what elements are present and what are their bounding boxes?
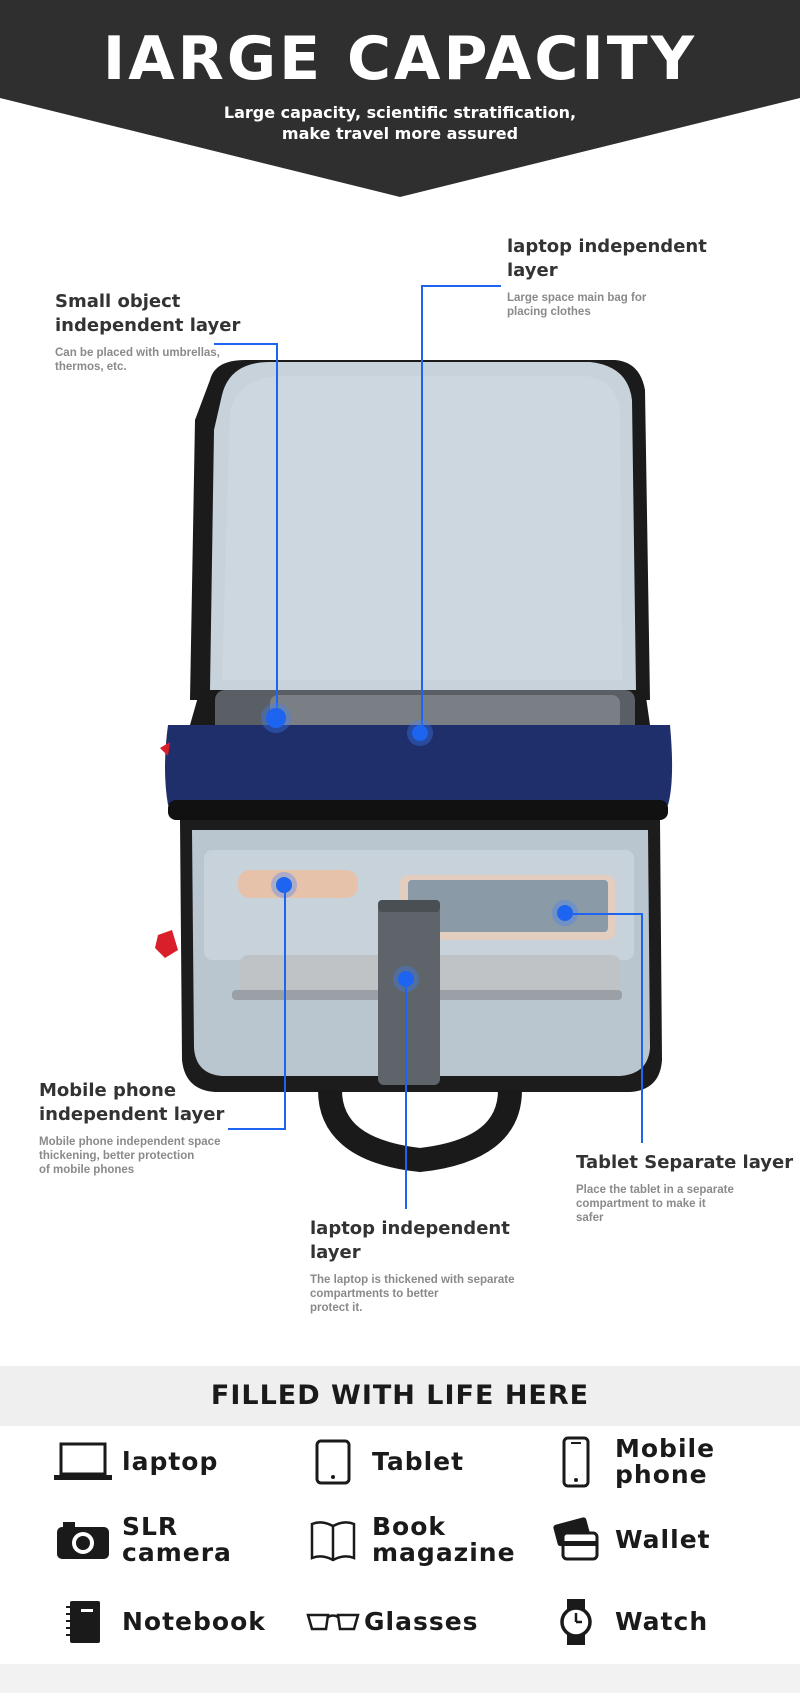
mobile-phone-icon	[545, 1436, 607, 1488]
callout-description: Mobile phone independent space thickenin…	[39, 1136, 221, 1176]
callout-title: Mobile phone independent layer	[39, 1080, 225, 1125]
glasses-icon	[302, 1596, 364, 1648]
hotspot-dot[interactable]	[266, 708, 286, 728]
hotspot-dot[interactable]	[276, 877, 292, 893]
section-header: FILLED WITH LIFE HERE	[0, 1366, 800, 1426]
leader-line	[228, 1128, 286, 1130]
leader-line	[421, 285, 423, 729]
callout-description: Can be placed with umbrellas, thermos, e…	[55, 347, 220, 373]
item-label: Tablet	[372, 1447, 465, 1476]
item-label: Glasses	[364, 1607, 479, 1636]
callout-laptop-bottom: laptop independent layer The laptop is t…	[310, 1217, 570, 1315]
leader-line	[214, 343, 278, 345]
wallet-icon	[545, 1514, 607, 1566]
callout-mobile-phone: Mobile phone independent layer Mobile ph…	[39, 1079, 279, 1177]
header-banner: IARGE CAPACITY Large capacity, scientifi…	[0, 0, 800, 200]
page-subtitle: Large capacity, scientific stratificatio…	[223, 103, 577, 143]
item-notebook: Notebook	[52, 1596, 266, 1648]
book-icon	[302, 1514, 364, 1566]
leader-line	[405, 979, 407, 1209]
notebook-icon	[52, 1596, 114, 1648]
item-label: Wallet	[615, 1525, 711, 1554]
callout-laptop-top: laptop independent layer Large space mai…	[507, 235, 747, 319]
hotspot-dot[interactable]	[412, 725, 428, 741]
item-label: Watch	[615, 1607, 709, 1636]
callout-tablet: Tablet Separate layer Place the tablet i…	[576, 1151, 796, 1225]
tablet-icon	[302, 1436, 364, 1488]
page-title: IARGE CAPACITY	[102, 24, 698, 94]
callout-description: Large space main bag for placing clothes	[507, 292, 647, 318]
callout-title: Small object independent layer	[55, 291, 241, 336]
leader-line	[284, 886, 286, 1130]
callout-title: Tablet Separate layer	[576, 1152, 794, 1173]
item-wallet: Wallet	[545, 1514, 711, 1566]
leader-line	[641, 913, 643, 1143]
callout-description: The laptop is thickened with separate co…	[310, 1274, 515, 1314]
callout-title: laptop independent layer	[310, 1218, 510, 1263]
item-label: laptop	[122, 1447, 219, 1476]
leader-line	[421, 285, 501, 287]
banner-shape	[0, 0, 800, 197]
camera-icon	[52, 1514, 114, 1566]
item-glasses: Glasses	[302, 1596, 479, 1648]
section-title: FILLED WITH LIFE HERE	[210, 1380, 590, 1411]
callout-title: laptop independent layer	[507, 236, 707, 281]
footer-bar	[0, 1664, 800, 1693]
item-label: Notebook	[122, 1607, 266, 1636]
callout-small-object: Small object independent layer Can be pl…	[55, 290, 275, 374]
item-tablet: Tablet	[302, 1436, 464, 1488]
leader-line	[276, 343, 278, 718]
item-watch: Watch	[545, 1596, 708, 1648]
backpack-illustration	[155, 360, 673, 1173]
leader-line	[565, 913, 642, 915]
item-laptop: laptop	[52, 1436, 218, 1488]
callout-description: Place the tablet in a separate compartme…	[576, 1184, 734, 1224]
laptop-icon	[52, 1436, 114, 1488]
watch-icon	[545, 1596, 607, 1648]
